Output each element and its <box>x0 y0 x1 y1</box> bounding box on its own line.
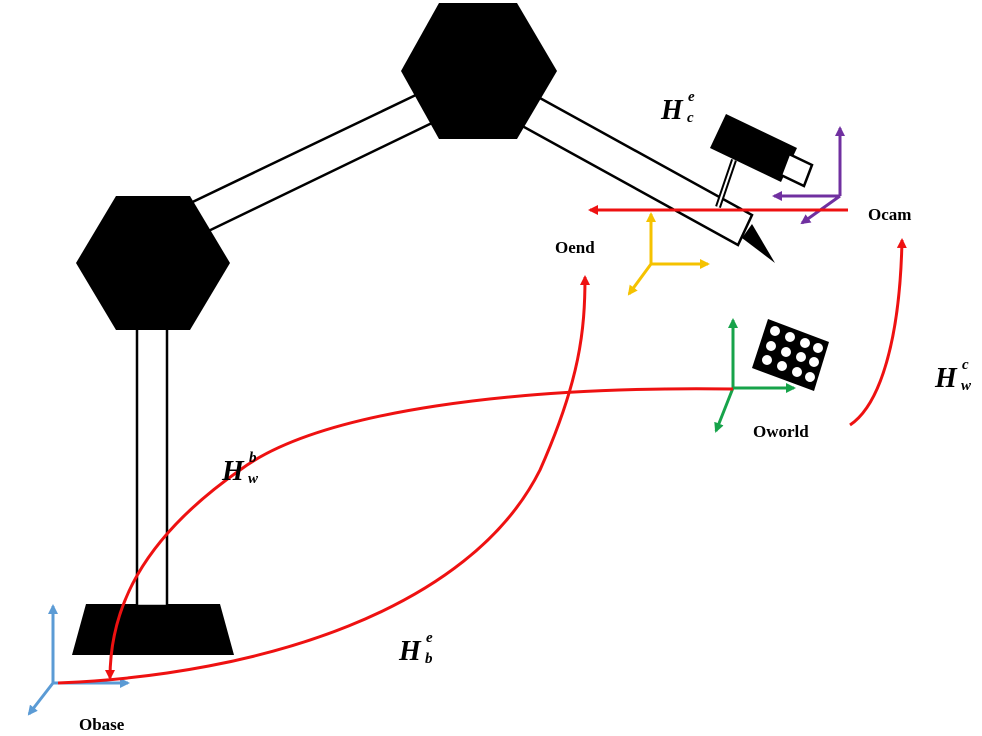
transform-hwb-sub: w <box>248 471 259 487</box>
tool-tip <box>742 224 775 263</box>
lower-joint <box>76 196 230 330</box>
world-frame-axes <box>714 318 796 433</box>
robot-arm <box>72 3 775 655</box>
transform-hce-main: H <box>661 95 683 126</box>
transform-hwc-sub: w <box>961 378 972 394</box>
transform-hwb-main: H <box>222 456 244 487</box>
arrow-world-to-camera <box>849 238 907 427</box>
calibration-board <box>752 319 829 391</box>
camera <box>710 114 814 208</box>
transform-hce-label: H e c <box>661 90 711 137</box>
transform-hbe-sub: b <box>425 651 433 667</box>
upper-joint <box>401 3 557 139</box>
transform-hwb-sup: b <box>249 450 257 466</box>
transform-hce-sup: e <box>688 89 695 105</box>
arrow-base-to-end <box>57 275 590 685</box>
end-frame-axes <box>627 212 710 296</box>
arm-link-upper <box>178 91 436 240</box>
oend-label: Oend <box>555 238 595 257</box>
transform-hwc-sup: c <box>962 357 969 373</box>
transform-hwb-label: H b w <box>222 451 272 498</box>
oworld-label: Oworld <box>753 422 809 441</box>
transform-hce-sub: c <box>687 110 694 126</box>
transform-hbe-main: H <box>399 636 421 667</box>
arm-column <box>135 318 169 608</box>
transform-hwc-main: H <box>935 363 957 394</box>
transform-hbe-sup: e <box>426 630 433 646</box>
arrow-world-to-base <box>105 387 734 680</box>
transform-arrows <box>57 205 907 685</box>
ocam-label: Ocam <box>868 205 912 224</box>
obase-label: Obase <box>79 715 125 734</box>
camera-lens <box>779 152 814 188</box>
robot-base <box>72 604 234 655</box>
transform-hwc-label: H c w <box>935 358 980 405</box>
camera-body <box>710 114 797 182</box>
transform-hbe-label: H e b <box>399 631 449 678</box>
